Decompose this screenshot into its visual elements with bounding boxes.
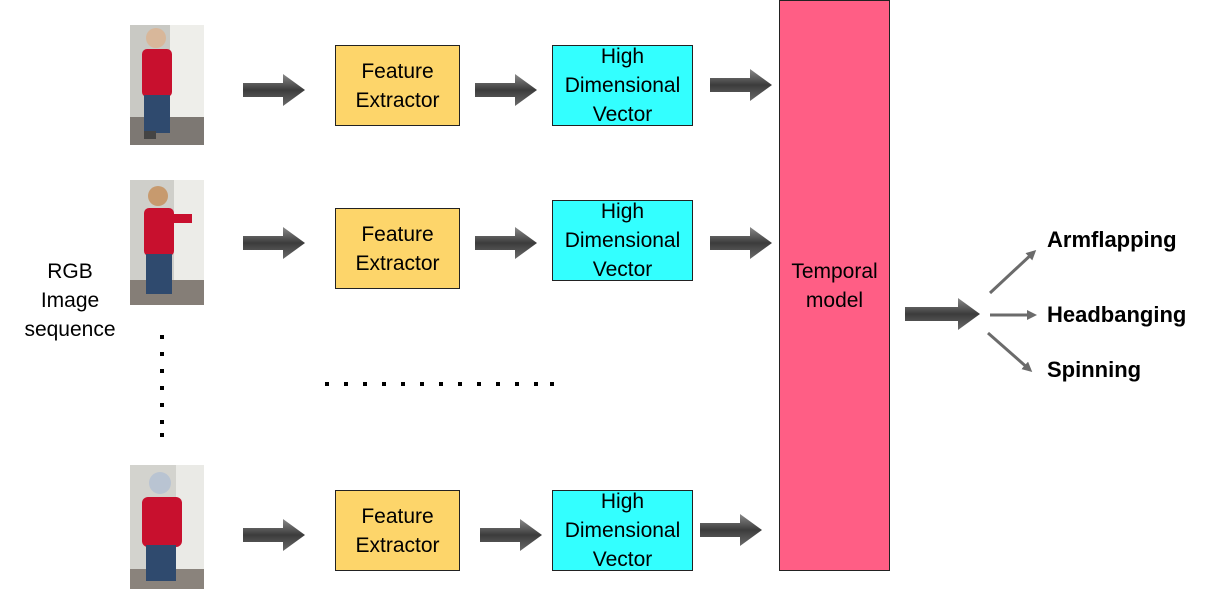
temporal-model-box: Temporal model: [779, 0, 890, 571]
horizontal-ellipsis: [325, 382, 554, 386]
output-arrow-spinning: [987, 331, 1033, 372]
video-frame-1: [130, 25, 204, 145]
output-label-headbanging: Headbanging: [1047, 302, 1187, 327]
high-dimensional-vector-box-2: High Dimensional Vector: [552, 200, 693, 281]
input-label: RGB Image sequence: [24, 260, 116, 341]
arrow-feature-to-vector-2: [475, 226, 537, 260]
video-frame-3: [130, 465, 204, 589]
arrow-vector-to-temporal-1: [710, 68, 772, 102]
feature-extractor-box-3: Feature Extractor: [335, 490, 460, 571]
high-dimensional-vector-box-1: High Dimensional Vector: [552, 45, 693, 126]
feature-extractor-box-2: Feature Extractor: [335, 208, 460, 289]
arrow-temporal-to-outputs: [905, 297, 980, 331]
output-label-spinning: Spinning: [1047, 357, 1142, 382]
arrow-feature-to-vector-3: [480, 518, 542, 552]
arrow-frame-to-feature-2: [243, 226, 305, 260]
video-frame-2: [130, 180, 204, 305]
arrow-feature-to-vector-1: [475, 73, 537, 107]
arrow-frame-to-feature-3: [243, 518, 305, 552]
vertical-ellipsis: [160, 335, 164, 437]
output-arrow-armflapping: [988, 249, 1037, 295]
arrow-vector-to-temporal-3: [700, 513, 762, 547]
arrow-vector-to-temporal-2: [710, 226, 772, 260]
high-dimensional-vector-box-3: High Dimensional Vector: [552, 490, 693, 571]
arrow-frame-to-feature-1: [243, 73, 305, 107]
feature-extractor-box-1: Feature Extractor: [335, 45, 460, 126]
output-label-armflapping: Armflapping: [1047, 227, 1177, 252]
